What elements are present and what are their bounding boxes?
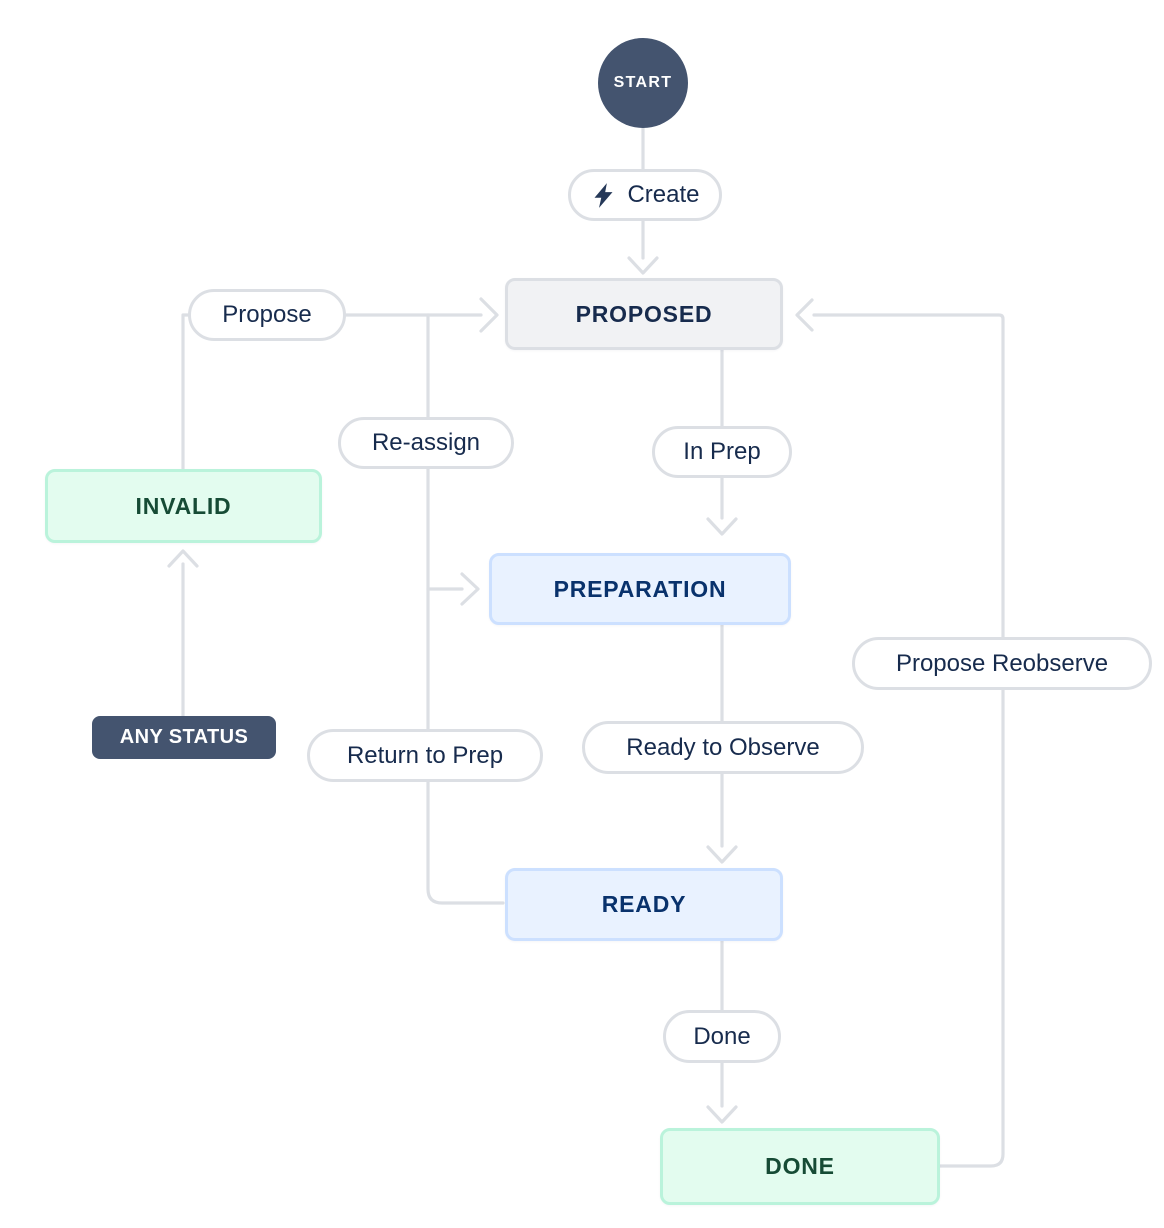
edge-reassign-return-track xyxy=(426,313,505,905)
edge-any-to-invalid xyxy=(167,549,199,718)
transition-propose-reobserve[interactable]: Propose Reobserve xyxy=(852,637,1152,690)
edge-propose-reobserve xyxy=(795,298,1005,1168)
arrowhead-down-icon xyxy=(706,517,738,536)
start-node[interactable]: START xyxy=(598,38,688,128)
transition-in-prep[interactable]: In Prep xyxy=(652,426,792,478)
arrowhead-down-icon xyxy=(706,1105,738,1124)
status-ready[interactable]: READY xyxy=(505,868,783,941)
transition-return-to-prep[interactable]: Return to Prep xyxy=(307,729,543,782)
status-done[interactable]: DONE xyxy=(660,1128,940,1205)
transition-create-label: Create xyxy=(627,181,700,208)
status-invalid[interactable]: INVALID xyxy=(45,469,322,543)
arrowhead-down-icon xyxy=(706,845,738,864)
transition-done[interactable]: Done xyxy=(663,1010,781,1063)
transition-reassign[interactable]: Re-assign xyxy=(338,417,514,469)
status-preparation[interactable]: PREPARATION xyxy=(489,553,791,625)
edge-propose xyxy=(181,297,499,471)
status-proposed[interactable]: PROPOSED xyxy=(505,278,783,350)
edge-create xyxy=(627,126,659,275)
arrowhead-left-icon xyxy=(795,298,814,332)
arrowhead-right-icon xyxy=(460,572,480,606)
arrowhead-down-icon xyxy=(627,256,659,275)
any-status-chip[interactable]: ANY STATUS xyxy=(92,716,276,759)
lightning-icon xyxy=(590,182,617,209)
transition-ready-to-observe[interactable]: Ready to Observe xyxy=(582,721,864,774)
transition-create[interactable]: Create xyxy=(568,169,722,221)
arrowhead-right-icon xyxy=(479,297,499,333)
transition-propose[interactable]: Propose xyxy=(188,289,346,341)
arrowhead-up-icon xyxy=(167,549,199,568)
